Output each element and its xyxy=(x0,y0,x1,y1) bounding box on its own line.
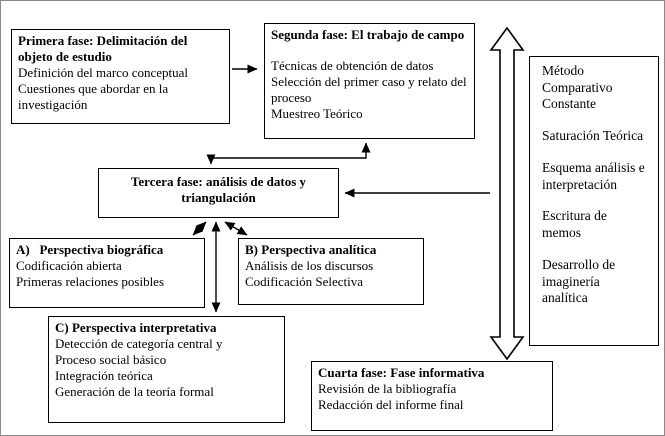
perspectiva-b-line: Codificación Selectiva xyxy=(245,274,364,290)
segunda-fase-line: Técnicas de obtención de datos xyxy=(271,58,434,74)
perspectiva-a-line: Codificación abierta xyxy=(16,258,122,274)
arrow-tercera-perspectiva-b xyxy=(224,221,248,236)
perspectiva-a-line: Primeras relaciones posibles xyxy=(16,274,165,290)
box-perspectiva-analitica: B) Perspectiva analítica Análisis de los… xyxy=(238,238,424,305)
segunda-fase-line: Muestreo Teórico xyxy=(271,106,363,122)
cuarta-fase-title: Cuarta fase: Fase informativa xyxy=(318,365,485,380)
box-perspectiva-biografica: A) Perspectiva biográfica Codificación a… xyxy=(9,238,205,308)
primera-fase-title: Primera fase: Delimitación del objeto de… xyxy=(18,33,191,65)
metodos-item: Método Comparativo Constante xyxy=(542,63,613,112)
arrow-segunda-tercera xyxy=(206,142,371,165)
perspectiva-c-line: Generación de la teoría formal xyxy=(55,384,214,400)
box-tercera-fase: Tercera fase: análisis de datos y triang… xyxy=(98,168,339,218)
primera-fase-line: Cuestiones que abordar en la investigaci… xyxy=(18,81,169,113)
primera-fase-line: Definición del marco conceptual xyxy=(18,65,189,81)
double-block-arrow-vertical xyxy=(489,26,525,361)
box-perspectiva-interpretativa: C) Perspectiva interpretativa Detección … xyxy=(48,316,285,423)
segunda-fase-title: Segunda fase: El trabajo de campo xyxy=(271,27,465,42)
perspectiva-c-line: Proceso social básico xyxy=(55,352,167,368)
metodos-item: Desarrollo de imaginería analítica xyxy=(542,256,616,306)
segunda-fase-line: Selección del primer caso y relato del p… xyxy=(271,74,467,106)
tercera-fase-title: Tercera fase: análisis de datos y triang… xyxy=(130,174,310,206)
cuarta-fase-line: Redacción del informe final xyxy=(318,397,464,413)
perspectiva-b-title: B) Perspectiva analítica xyxy=(245,242,377,257)
perspectiva-c-line: Integración teórica xyxy=(55,368,153,384)
perspectiva-c-line: Detección de categoría central y xyxy=(55,336,223,352)
metodos-item: Escritura de memos xyxy=(542,208,607,241)
box-segunda-fase: Segunda fase: El trabajo de campo Técnic… xyxy=(264,23,475,139)
metodos-item: Esquema análisis e interpretación xyxy=(542,159,645,192)
perspectiva-a-title: A) Perspectiva biográfica xyxy=(16,242,164,257)
perspectiva-b-line: Análisis de los discursos xyxy=(245,258,374,274)
cuarta-fase-line: Revisión de la bibliografía xyxy=(318,381,457,397)
box-primera-fase: Primera fase: Delimitación del objeto de… xyxy=(11,29,230,124)
metodos-item: Saturación Teórica xyxy=(542,128,644,144)
box-cuarta-fase: Cuarta fase: Fase informativa Revisión d… xyxy=(311,361,553,431)
arrow-tercera-perspectiva-a xyxy=(192,221,207,236)
box-metodos-panel: Método Comparativo Constante Saturación … xyxy=(529,56,659,346)
perspectiva-c-title: C) Perspectiva interpretativa xyxy=(55,320,217,335)
